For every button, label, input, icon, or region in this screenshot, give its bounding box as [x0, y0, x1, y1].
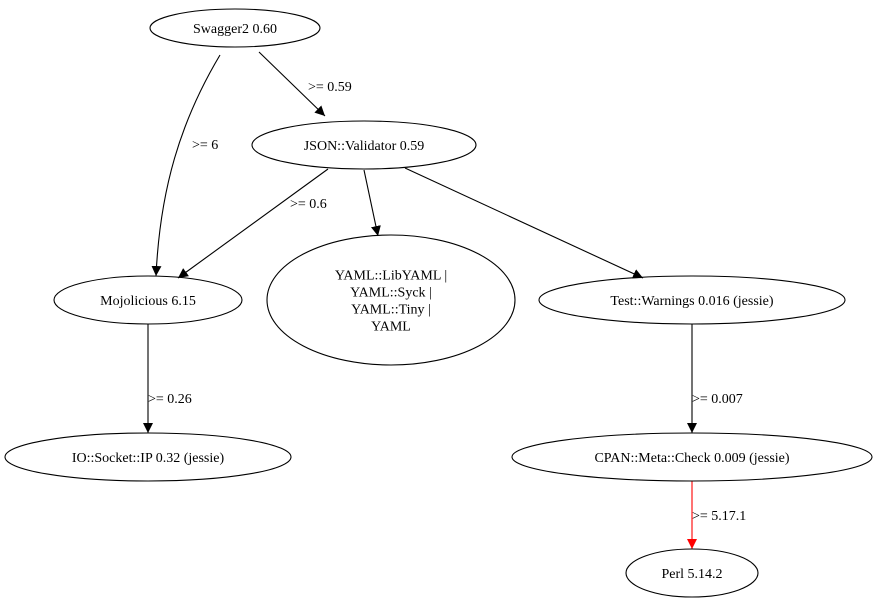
edge-label: >= 0.26	[148, 392, 192, 407]
node-label: CPAN::Meta::Check 0.009 (jessie)	[594, 451, 789, 466]
node-shape	[251, 120, 477, 170]
node-label: YAML::LibYAML |	[335, 269, 447, 284]
edge-cpan-meta-check-to-perl: >= 5.17.1	[687, 481, 746, 549]
edge-swagger2-to-json-validator: >= 0.59	[258, 51, 352, 117]
node-mojolicious: Mojolicious 6.15	[53, 275, 243, 325]
edge-label: >= 5.17.1	[692, 509, 746, 524]
edge-line	[404, 167, 644, 279]
node-label: YAML::Syck |	[350, 286, 432, 301]
edge-line	[151, 54, 221, 277]
node-shape	[53, 275, 243, 325]
edge-test-warnings-to-cpan-meta-check: >= 0.007	[687, 324, 743, 433]
node-label: Test::Warnings 0.016 (jessie)	[610, 294, 773, 309]
node-shape	[149, 8, 321, 48]
node-yaml: YAML::LibYAML |YAML::Syck |YAML::Tiny |Y…	[266, 234, 516, 366]
edge-label: >= 6	[192, 138, 218, 153]
node-swagger2: Swagger2 0.60	[149, 8, 321, 48]
edge-json-validator-to-mojolicious: >= 0.6	[177, 168, 329, 279]
edge-line	[258, 51, 326, 117]
node-label: Mojolicious 6.15	[100, 294, 196, 309]
node-cpan-meta-check: CPAN::Meta::Check 0.009 (jessie)	[511, 432, 873, 482]
edge-json-validator-to-yaml	[363, 169, 381, 237]
edge-mojolicious-to-io-socket-ip: >= 0.26	[143, 324, 192, 433]
node-label: Perl 5.14.2	[661, 567, 722, 582]
node-label: YAML	[371, 320, 411, 335]
edge-line	[177, 168, 329, 279]
node-test-warnings: Test::Warnings 0.016 (jessie)	[538, 275, 846, 325]
node-json-validator: JSON::Validator 0.59	[251, 120, 477, 170]
node-io-socket-ip: IO::Socket::IP 0.32 (jessie)	[4, 432, 292, 482]
node-label: IO::Socket::IP 0.32 (jessie)	[72, 451, 225, 466]
node-label: YAML::Tiny |	[351, 303, 431, 318]
node-shape	[511, 432, 873, 482]
edge-label: >= 0.007	[692, 392, 743, 407]
node-shape	[4, 432, 292, 482]
node-shape	[625, 548, 759, 598]
edges-layer: >= 0.59 >= 6 >= 0.6 >= 0.26 >= 0.007 >= 5.17.…	[143, 51, 746, 549]
node-label: JSON::Validator 0.59	[304, 139, 425, 154]
edge-json-validator-to-test-warnings	[404, 167, 644, 279]
edge-line	[363, 169, 381, 237]
node-perl: Perl 5.14.2	[625, 548, 759, 598]
edge-swagger2-to-mojolicious: >= 6	[151, 54, 221, 277]
node-shape	[266, 234, 516, 366]
node-label: Swagger2 0.60	[193, 22, 277, 37]
edge-label: >= 0.59	[308, 80, 352, 95]
node-shape	[538, 275, 846, 325]
edge-label: >= 0.6	[290, 197, 327, 212]
